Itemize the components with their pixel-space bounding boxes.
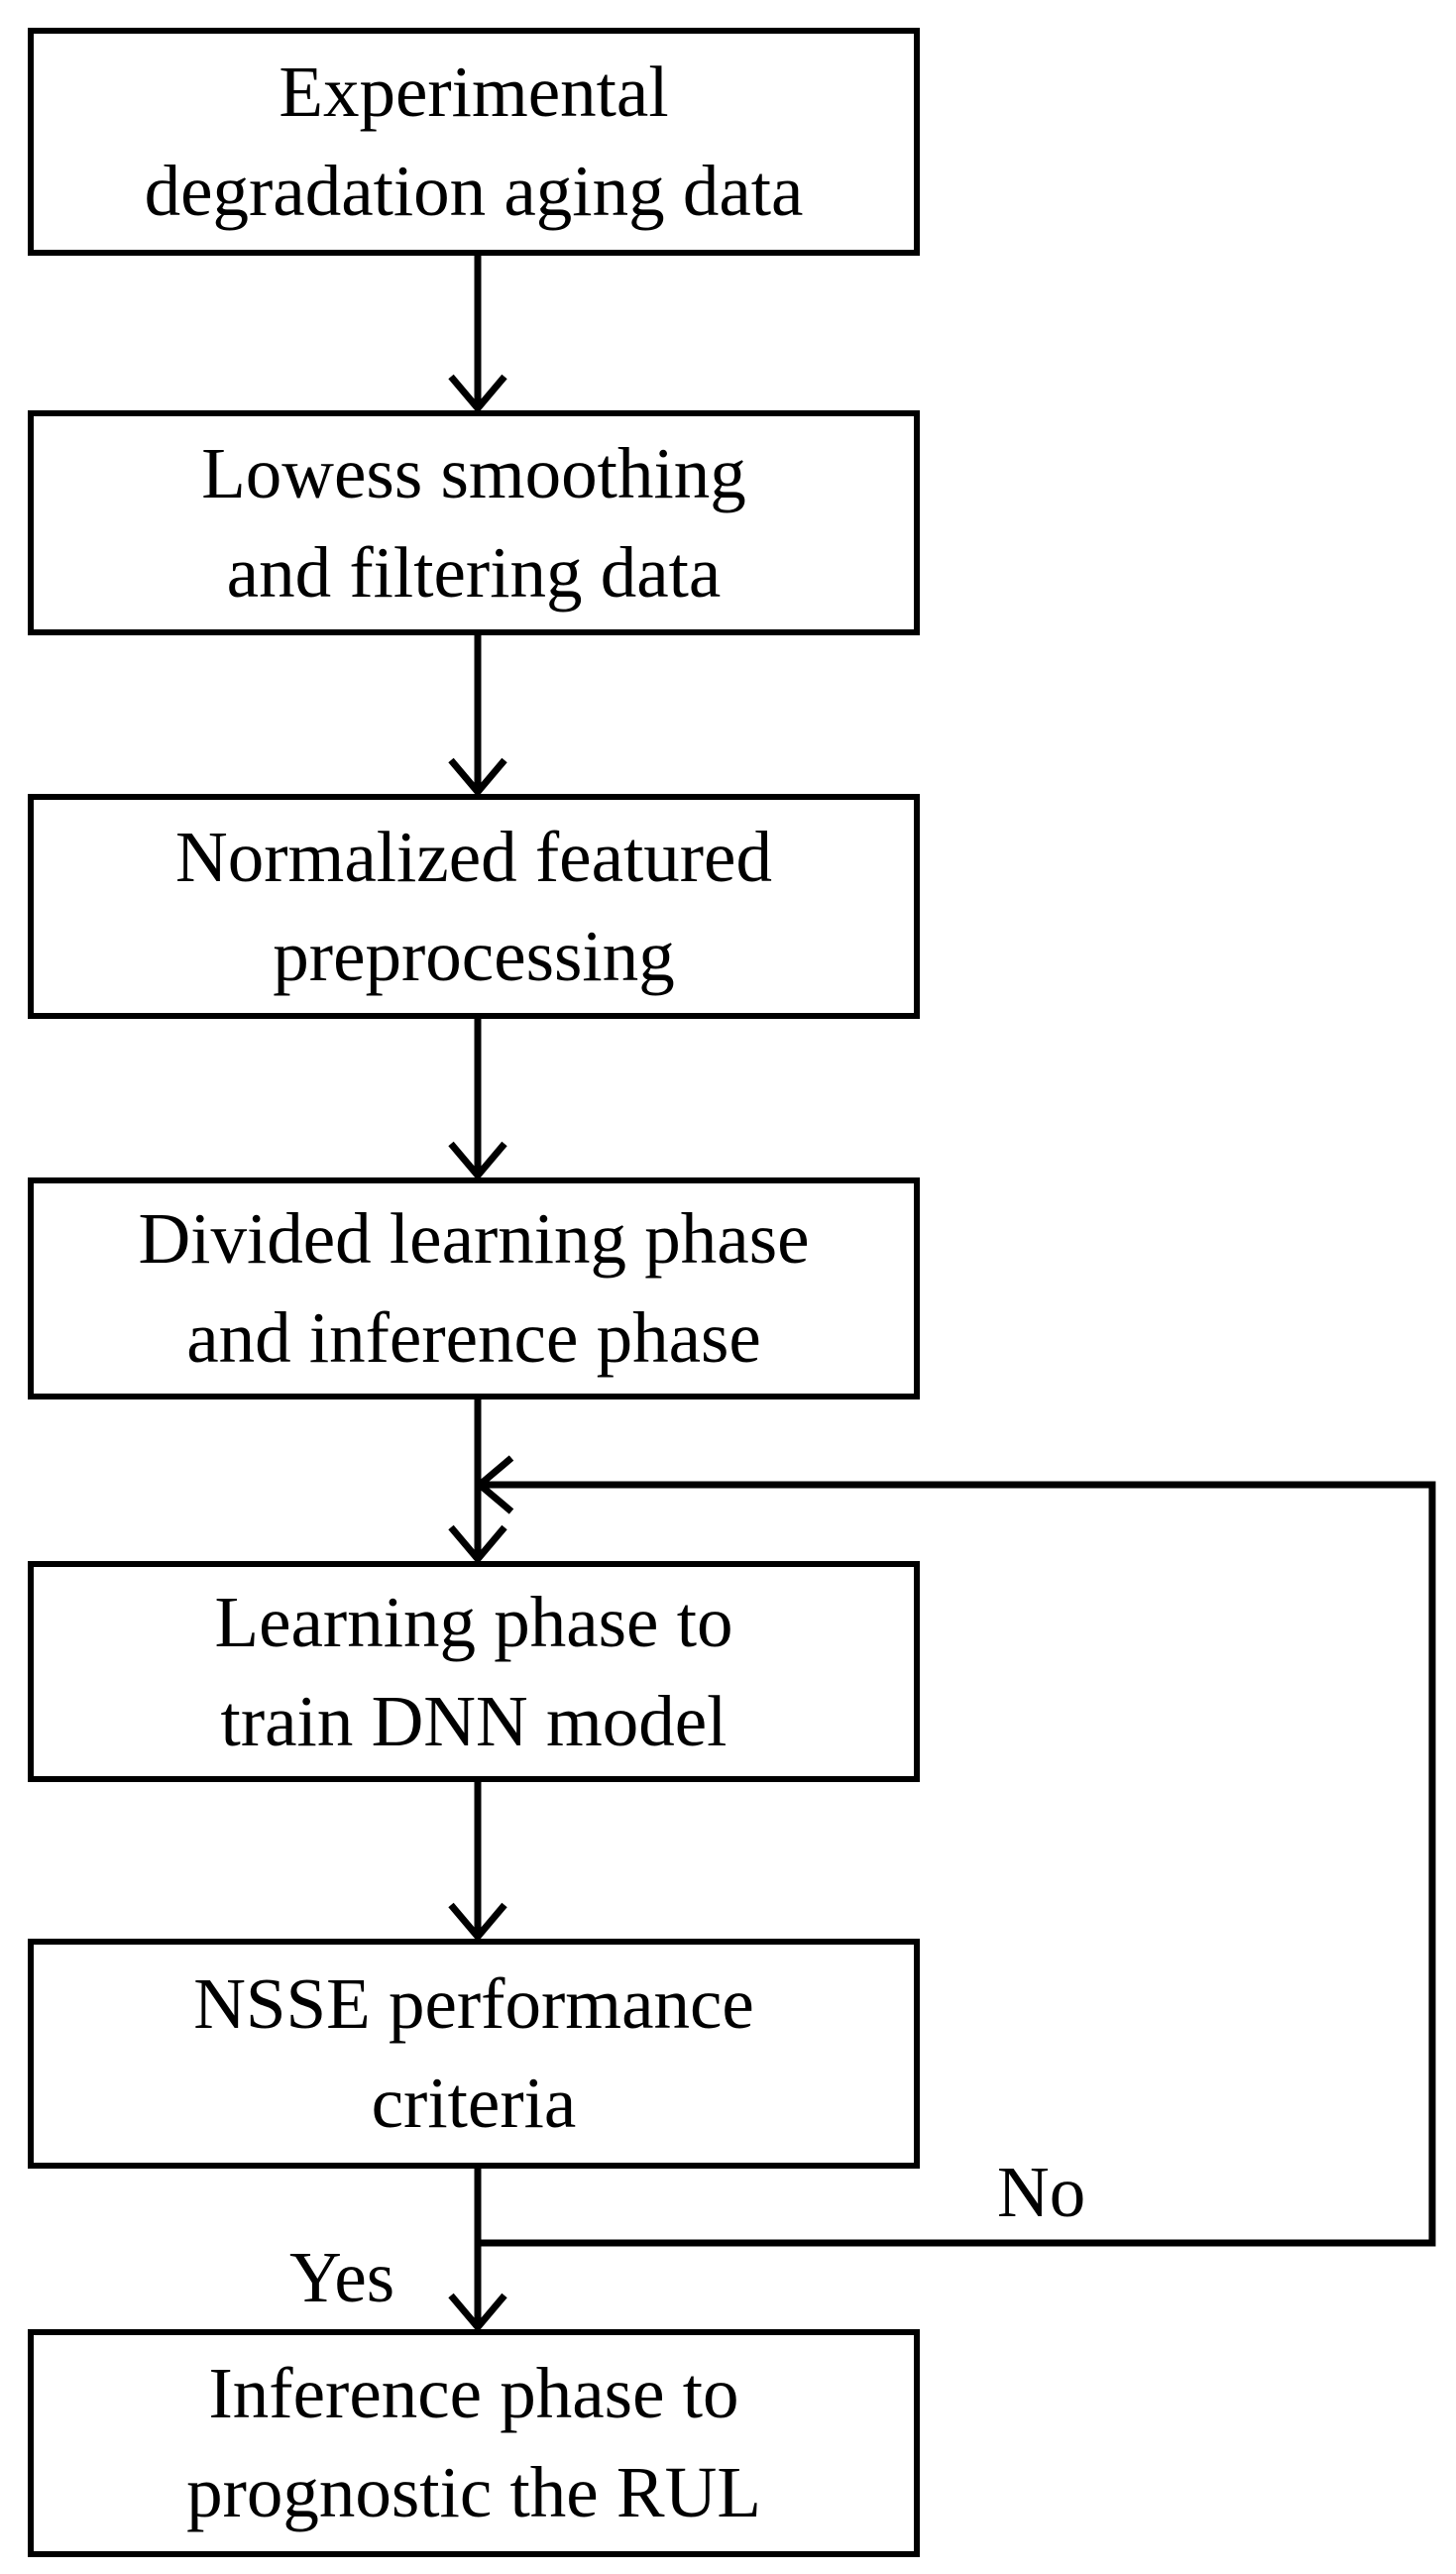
step-1-line-1: Experimental [279, 52, 669, 132]
step-5-line-2: train DNN model [220, 1680, 728, 1761]
step-box-divided-phases: Divided learning phase and inference pha… [28, 1177, 920, 1399]
step-5-line-1: Learning phase to [214, 1581, 733, 1662]
arrowhead-4-5 [448, 1524, 507, 1565]
arrowhead-5-6 [448, 1902, 507, 1943]
arrowhead-3-4 [448, 1141, 507, 1181]
arrowhead-6-7 [448, 2293, 507, 2333]
step-7-line-2: prognostic the RUL [186, 2452, 761, 2532]
step-2-line-2: and filtering data [226, 531, 722, 613]
step-box-learning-phase: Learning phase to train DNN model [28, 1561, 920, 1782]
step-box-inference-phase: Inference phase to prognostic the RUL [28, 2329, 920, 2557]
step-box-lowess-smoothing: Lowess smoothing and filtering data [28, 410, 920, 635]
yes-label: Yes [289, 2237, 395, 2317]
step-3-line-1: Normalized featured [175, 816, 772, 897]
step-2-line-1: Lowess smoothing [201, 432, 746, 513]
no-label: No [997, 2152, 1086, 2232]
step-box-experimental-data: Experimental degradation aging data [28, 28, 920, 256]
feedback-arrowhead [474, 1455, 514, 1514]
arrowhead-1-2 [448, 374, 507, 414]
feedback-loop-line [478, 1481, 1436, 2247]
step-4-line-1: Divided learning phase [138, 1198, 810, 1279]
step-4-line-2: and inference phase [186, 1297, 761, 1378]
step-box-nsse-criteria: NSSE performance criteria [28, 1939, 920, 2169]
step-3-line-2: preprocessing [273, 915, 675, 996]
step-7-line-1: Inference phase to [208, 2353, 739, 2433]
step-6-line-1: NSSE performance [193, 1963, 754, 2044]
step-box-normalized-preprocessing: Normalized featured preprocessing [28, 794, 920, 1019]
step-1-line-2: degradation aging data [144, 151, 804, 231]
step-6-line-2: criteria [371, 2063, 577, 2143]
arrowhead-2-3 [448, 757, 507, 798]
